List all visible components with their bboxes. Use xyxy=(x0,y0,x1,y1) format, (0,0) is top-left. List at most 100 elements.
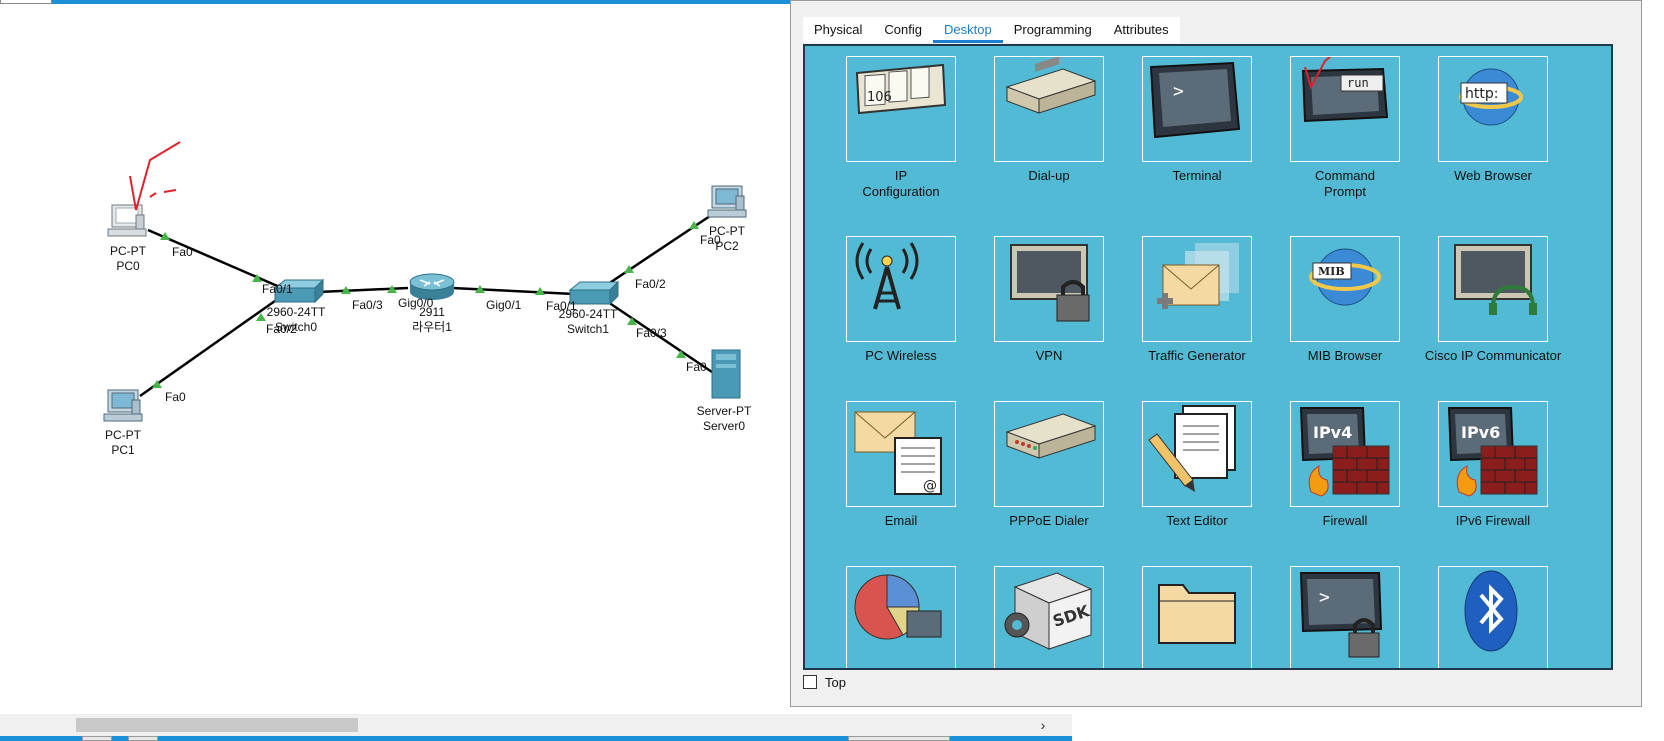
app-tile[interactable]: @ xyxy=(846,401,956,507)
workspace-top-tab[interactable] xyxy=(0,0,52,4)
tab-physical[interactable]: Physical xyxy=(814,22,863,37)
app-tile[interactable] xyxy=(1142,236,1252,342)
app-ipv6-firewall[interactable]: IPv6 IPv6 Firewall xyxy=(1418,401,1568,529)
app-tile[interactable] xyxy=(846,236,956,342)
router1-model-label: 2911 xyxy=(419,305,445,319)
app-tftp-terminal[interactable]: > xyxy=(1270,566,1420,668)
app-vpn[interactable]: VPN xyxy=(974,236,1124,364)
app-tile[interactable]: http: xyxy=(1438,56,1548,162)
workspace-horizontal-scrollbar[interactable]: › xyxy=(0,714,1072,736)
pc1-icon[interactable] xyxy=(103,389,143,422)
app-label-terminal: Terminal xyxy=(1172,168,1222,183)
app-tile[interactable]: SDK xyxy=(994,566,1104,668)
app-netflow-collector[interactable] xyxy=(826,566,976,668)
dialog-tab-bar: Physical Config Desktop Programming Attr… xyxy=(803,17,1180,43)
app-sdk[interactable]: SDK xyxy=(974,566,1124,668)
app-mib-browser[interactable]: MIB MIB Browser xyxy=(1270,236,1420,364)
switch0-icon[interactable] xyxy=(273,278,325,304)
pc1-name-label: PC1 xyxy=(111,443,135,457)
app-tile[interactable]: run xyxy=(1290,56,1400,162)
app-command-prompt[interactable]: run Command Prompt xyxy=(1270,56,1420,200)
app-ip-configuration[interactable]: 106 IP Configuration xyxy=(826,56,976,200)
app-terminal[interactable]: > Terminal xyxy=(1122,56,1272,184)
command-prompt-icon: run xyxy=(1301,57,1389,123)
bottom-bar-tab-3[interactable] xyxy=(848,736,950,741)
app-cisco-ip-communicator[interactable]: Cisco IP Communicator xyxy=(1418,236,1568,364)
app-label-text-editor: Text Editor xyxy=(1166,513,1228,528)
dial-up-modem-icon xyxy=(1005,57,1097,114)
command-prompt-run-text: run xyxy=(1347,76,1369,90)
ipv6-firewall-icon: IPv6 xyxy=(1447,407,1538,497)
router1-icon[interactable] xyxy=(409,273,455,300)
port-label-r1-gig01: Gig0/1 xyxy=(486,298,522,312)
app-email[interactable]: @ Email xyxy=(826,401,976,529)
tab-desktop[interactable]: Desktop xyxy=(933,17,1003,43)
link-pc1-switch0[interactable] xyxy=(139,294,283,398)
port-label-r1-gig00: Gig0/0 xyxy=(398,296,434,310)
app-tile[interactable] xyxy=(994,56,1104,162)
app-tile[interactable] xyxy=(994,401,1104,507)
app-tile[interactable]: IPv4 xyxy=(1290,401,1400,507)
server0-icon[interactable] xyxy=(711,349,741,399)
app-dial-up[interactable]: Dial-up xyxy=(974,56,1124,184)
app-label-web-browser: Web Browser xyxy=(1454,168,1532,183)
app-tile[interactable] xyxy=(1438,236,1548,342)
app-tile[interactable]: > xyxy=(1142,56,1252,162)
app-tile[interactable]: > xyxy=(1290,566,1400,668)
desktop-apps-panel: 106 IP Configuration Dial-up xyxy=(803,44,1613,670)
app-firewall[interactable]: IPv4 Firewall xyxy=(1270,401,1420,529)
port-label-sw1-fa03: Fa0/3 xyxy=(636,326,667,340)
app-tile[interactable] xyxy=(1438,566,1548,668)
app-tile[interactable]: 106 xyxy=(846,56,956,162)
email-at-symbol: @ xyxy=(923,478,937,494)
app-label-dial-up: Dial-up xyxy=(1028,168,1070,183)
app-file-manager[interactable] xyxy=(1122,566,1272,668)
pc1-model-label: PC-PT xyxy=(105,428,141,442)
switch0-model-label: 2960-24TT xyxy=(266,305,326,319)
link-switch1-server0[interactable] xyxy=(601,296,713,374)
link-switch1-pc2[interactable] xyxy=(601,210,717,290)
pc2-model-label: PC-PT xyxy=(709,224,745,238)
pc0-name-label: PC0 xyxy=(116,259,140,273)
horizontal-scroll-thumb[interactable] xyxy=(76,718,358,732)
bluetooth-icon xyxy=(1464,570,1518,652)
tab-attributes[interactable]: Attributes xyxy=(1113,22,1169,37)
app-pc-wireless[interactable]: PC Wireless xyxy=(826,236,976,364)
port-status-indicators xyxy=(152,221,699,388)
bottom-bar-tab-1[interactable] xyxy=(82,736,112,741)
pppoe-dialer-icon xyxy=(1005,413,1097,459)
app-label-firewall: Firewall xyxy=(1322,513,1368,528)
app-tile[interactable] xyxy=(846,566,956,668)
pc0-icon[interactable] xyxy=(107,204,147,237)
pc0-model-label: PC-PT xyxy=(110,244,146,258)
port-label-sw0-fa02: Fa0/2 xyxy=(266,322,297,336)
app-bluetooth[interactable] xyxy=(1418,566,1568,668)
app-tile[interactable]: IPv6 xyxy=(1438,401,1548,507)
switch1-icon[interactable] xyxy=(568,280,620,306)
pc2-icon[interactable] xyxy=(707,185,747,218)
tab-config[interactable]: Config xyxy=(884,22,922,37)
workspace-bottom-bar xyxy=(0,736,1072,741)
app-text-editor[interactable]: Text Editor xyxy=(1122,401,1272,529)
top-checkbox-row[interactable]: Top xyxy=(803,673,846,691)
top-checkbox[interactable] xyxy=(803,675,817,689)
app-tile[interactable] xyxy=(1142,566,1252,668)
tab-programming[interactable]: Programming xyxy=(1013,22,1092,37)
port-indicator-pc2-fa0 xyxy=(689,221,699,229)
sdk-icon: SDK xyxy=(1004,572,1093,650)
bottom-bar-tab-2[interactable] xyxy=(128,736,158,741)
app-label-ipv6-firewall: IPv6 Firewall xyxy=(1455,513,1531,528)
app-tile[interactable] xyxy=(994,236,1104,342)
app-traffic-generator[interactable]: Traffic Generator xyxy=(1122,236,1272,364)
topology-canvas[interactable] xyxy=(0,0,790,714)
app-web-browser[interactable]: http: Web Browser xyxy=(1418,56,1568,184)
scroll-right-arrow-icon[interactable]: › xyxy=(1040,717,1046,733)
app-tile[interactable]: MIB xyxy=(1290,236,1400,342)
device-config-dialog: Physical Config Desktop Programming Attr… xyxy=(790,0,1642,707)
link-router1-switch1[interactable] xyxy=(451,286,575,296)
app-tile[interactable] xyxy=(1142,401,1252,507)
terminal-icon: > xyxy=(1149,61,1241,139)
vpn-lock-icon xyxy=(1010,244,1090,322)
router1-name-label: 라우터1 xyxy=(412,320,452,334)
app-pppoe-dialer[interactable]: PPPoE Dialer xyxy=(974,401,1124,529)
